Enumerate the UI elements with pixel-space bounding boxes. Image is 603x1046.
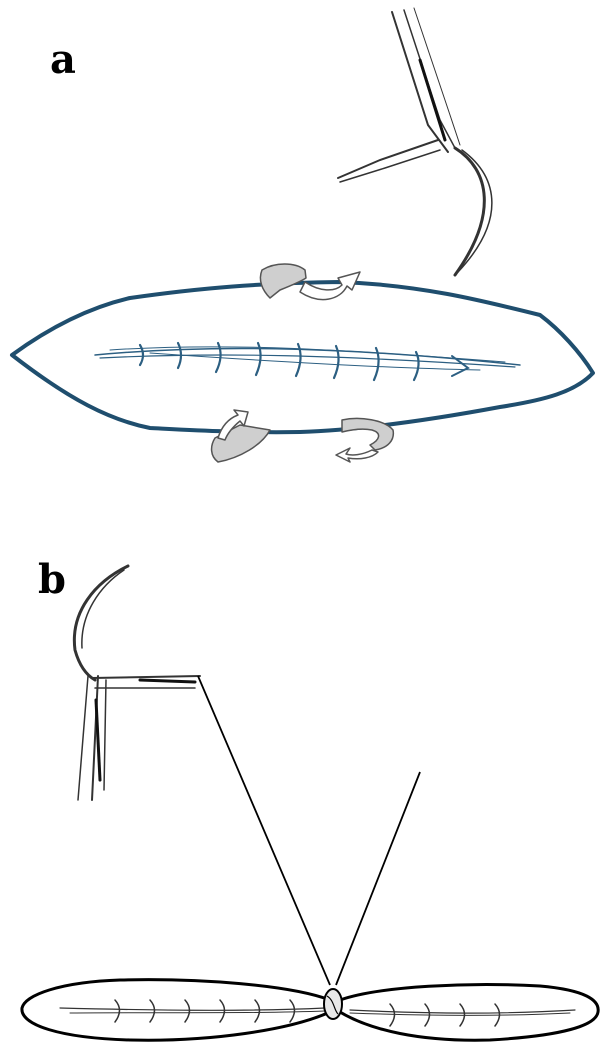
- knot-icon: [324, 989, 342, 1019]
- curved-arrow-icon: [336, 418, 393, 462]
- wound-outline: [12, 282, 593, 432]
- needle-holder-icon: [338, 8, 492, 275]
- intradermal-suture: [95, 343, 520, 380]
- suture-strand-left: [198, 676, 330, 985]
- panel-a: [12, 8, 593, 462]
- needle-holder-icon: [74, 566, 200, 800]
- suture-strand-right: [336, 772, 420, 985]
- buried-suture: [60, 1000, 575, 1026]
- panel-b: [22, 566, 598, 1040]
- wound-lobe-right: [340, 985, 598, 1041]
- curved-arrow-icon: [212, 410, 270, 462]
